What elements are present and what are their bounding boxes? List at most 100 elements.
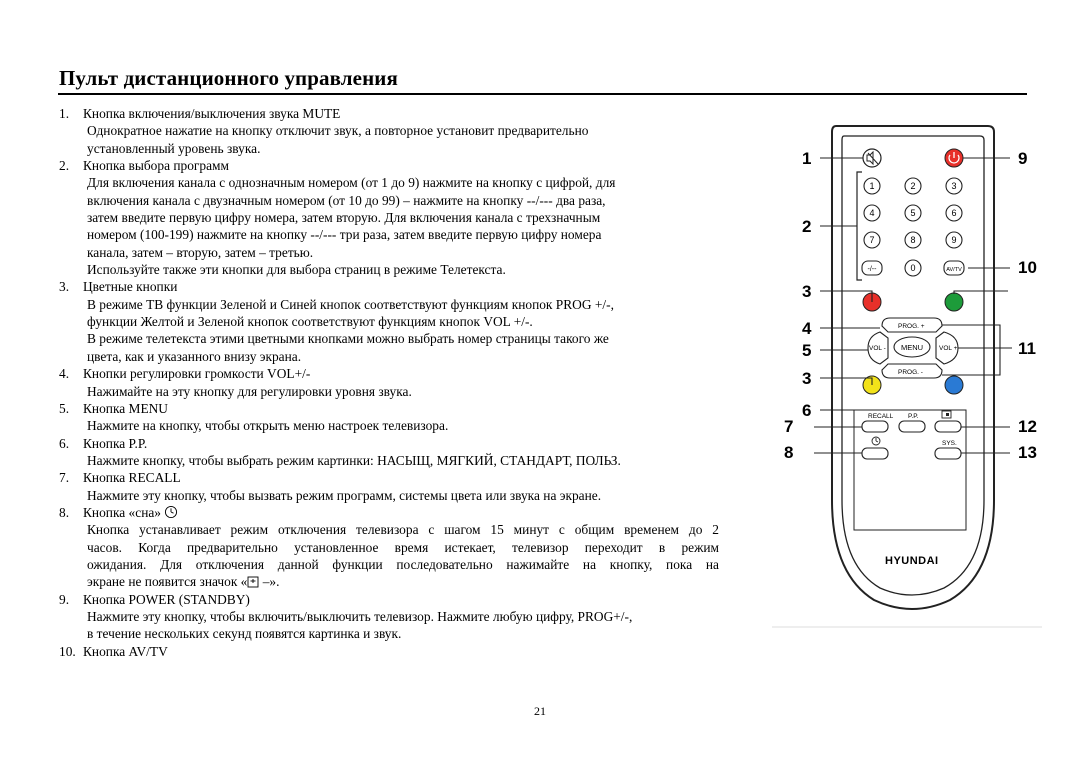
callout-8: 8: [784, 443, 793, 462]
callout-5: 5: [802, 341, 811, 360]
item-heading-text: Кнопка AV/TV: [83, 643, 168, 659]
keypad-button-d2[interactable]: [904, 177, 922, 195]
keypad-label-d4: 4: [869, 208, 874, 218]
keypad-button-d1[interactable]: [863, 177, 881, 195]
item-description-line: Нажмите на кнопку, чтобы открыть меню на…: [87, 418, 449, 434]
item-number: 9.: [59, 591, 70, 607]
item-description-line: Нажмите эту кнопку, чтобы вызвать режим …: [87, 487, 602, 503]
item-heading: Кнопка RECALL: [83, 469, 719, 486]
callout-9: 9: [1018, 149, 1027, 168]
item-heading-text: Кнопка MENU: [83, 400, 168, 416]
item-heading: Кнопки регулировки громкости VOL+/-: [83, 365, 719, 382]
prog-plus-button[interactable]: [881, 317, 943, 333]
item-heading: Кнопка POWER (STANDBY): [83, 591, 719, 608]
item-heading-text: Кнопка «сна»: [83, 504, 161, 520]
item-number: 8.: [59, 504, 70, 520]
item-heading-text: Кнопка RECALL: [83, 470, 181, 486]
prog-minus-label: PROG. -: [898, 369, 923, 376]
callout-6: 6: [802, 401, 811, 420]
keypad-button-d9[interactable]: [945, 231, 963, 249]
screen-button[interactable]: [934, 420, 962, 433]
item-heading: Кнопка P.P.: [83, 435, 719, 452]
page-title: Пульт дистанционного управления: [59, 66, 398, 90]
sys-label: SYS.: [942, 440, 957, 447]
item-number: 3.: [59, 279, 70, 295]
vol-plus-label: VOL +: [939, 345, 958, 352]
item-heading-text: Кнопки регулировки громкости VOL+/-: [83, 366, 311, 382]
keypad-label-d5: 5: [910, 208, 915, 218]
power-icon: [948, 152, 960, 164]
callout-4: 4: [802, 319, 812, 338]
callout-12: 12: [1018, 417, 1037, 436]
item-number: 6.: [59, 435, 70, 451]
sleep-clock-icon: [165, 505, 178, 518]
list-item: 1.Кнопка включения/выключения звука MUTE…: [59, 105, 719, 157]
item-description-line: в течение нескольких секунд появятся кар…: [87, 626, 402, 642]
menu-button[interactable]: [893, 336, 931, 358]
mute-icon: [866, 150, 879, 166]
recall-label: RECALL: [868, 413, 894, 420]
keypad-label-d8: 8: [910, 235, 915, 245]
blue-button[interactable]: [944, 375, 964, 395]
keypad-label-avtv: AV/TV: [946, 267, 962, 273]
sleep-off-icon: [247, 576, 259, 588]
item-description-line: В режиме ТВ функции Зеленой и Синей кноп…: [87, 296, 614, 312]
keypad-button-d3[interactable]: [945, 177, 963, 195]
keypad-label-d1: 1: [869, 181, 874, 191]
keypad-button-d0[interactable]: [904, 259, 922, 277]
tail-text-before: экране не появится значок «: [87, 574, 248, 590]
item-heading-text: Цветные кнопки: [83, 279, 178, 295]
vol-minus-button[interactable]: [867, 331, 889, 365]
item-heading: Кнопка MENU: [83, 400, 719, 417]
list-item: 10.Кнопка AV/TV: [59, 643, 719, 660]
keypad-button-d6[interactable]: [945, 204, 963, 222]
item-heading-text: Кнопка POWER (STANDBY): [83, 591, 250, 607]
item-description-line: Кнопка устанавливает режим отключения те…: [87, 522, 719, 538]
vol-plus-button[interactable]: [935, 331, 959, 365]
callout-2: 2: [802, 217, 811, 236]
screen-icon-dot: [946, 413, 949, 416]
item-description-line: часов. Когда предварительно установленно…: [87, 539, 719, 555]
blank-panel: [853, 409, 967, 531]
prog-minus-button[interactable]: [881, 363, 943, 379]
item-number: 5.: [59, 400, 70, 416]
item-heading-text: Кнопка P.P.: [83, 435, 148, 451]
keypad-button-dash[interactable]: [861, 260, 883, 276]
keypad-button-d7[interactable]: [863, 231, 881, 249]
item-heading: Кнопка выбора программ: [83, 157, 719, 174]
recall-button[interactable]: [861, 420, 889, 433]
sys-button[interactable]: [934, 447, 962, 460]
keypad-button-avtv[interactable]: [943, 260, 965, 276]
keypad-label-d7: 7: [869, 235, 874, 245]
keypad-label-d9: 9: [951, 235, 956, 245]
page-number: 21: [534, 704, 546, 718]
keypad-label-dash: -/--: [868, 266, 878, 273]
keypad-label-d0: 0: [910, 263, 915, 273]
keypad-button-d8[interactable]: [904, 231, 922, 249]
brand-logo: HYUNDAI: [885, 555, 939, 567]
item-number: 2.: [59, 158, 70, 174]
list-item: 4.Кнопки регулировки громкости VOL+/-Наж…: [59, 365, 719, 400]
item-description-line: цвета, как и указанного внизу экрана.: [87, 348, 302, 364]
callout-3a: 3: [802, 282, 811, 301]
item-description-line: ожидания. Для отключения данной функции …: [87, 556, 719, 572]
item-description-line: Используйте также эти кнопки для выбора …: [87, 262, 506, 278]
item-number: 1.: [59, 106, 70, 121]
callout-1: 1: [802, 149, 811, 168]
item-description-line: канала, затем – вторую, затем – третью.: [87, 244, 314, 260]
item-description-line: затем введите первую цифру номера, затем…: [87, 210, 601, 226]
screen-icon: [941, 410, 952, 419]
keypad-button-d4[interactable]: [863, 204, 881, 222]
sleep-button[interactable]: [861, 447, 889, 460]
green-button[interactable]: [944, 292, 964, 312]
item-number: 4.: [59, 366, 70, 382]
keypad-label-d6: 6: [951, 208, 956, 218]
pp-button[interactable]: [898, 420, 926, 433]
item-description-line: Нажмите кнопку, чтобы выбрать режим карт…: [87, 452, 621, 468]
keypad-button-d5[interactable]: [904, 204, 922, 222]
item-description-line: Однократное нажатие на кнопку отключит з…: [87, 123, 589, 139]
pp-label: P.P.: [908, 413, 919, 420]
callout-13: 13: [1018, 443, 1037, 462]
